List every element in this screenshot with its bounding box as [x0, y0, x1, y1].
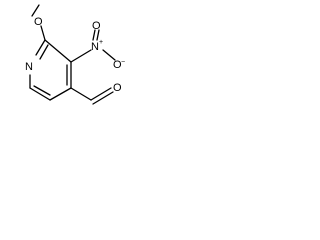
nitro-oxygen-single-label: O: [113, 59, 122, 71]
methyl-bond: [31, 4, 40, 17]
nitro-oxygen-double-label: O: [92, 20, 101, 32]
methoxy-o-bond: [40, 25, 46, 41]
ring-bond-c2-n1-inner: [39, 44, 49, 60]
ring-bond-c2-n1: [35, 39, 46, 56]
ring-bond-c6-c5: [29, 87, 51, 101]
methoxy-oxygen-label: O: [34, 16, 43, 28]
aldehyde-c-o-double-2: [92, 91, 114, 105]
nitro-n-o-double-1: [92, 29, 96, 41]
structure-diagram: O N N + O O − O: [25, 4, 125, 105]
aldehyde-c-o-double-1: [90, 87, 112, 101]
nitro-oxygen-charge: −: [121, 59, 125, 66]
aldehyde-bond: [70, 87, 92, 101]
nitro-n-o-double-2: [96, 29, 100, 41]
ring-bond-c6-c5-inner: [33, 85, 51, 96]
nitro-n-o-single: [102, 49, 116, 61]
ring-bond-c3-c2: [44, 39, 72, 63]
nitro-bond: [70, 49, 92, 63]
ring-nitrogen-label: N: [25, 61, 33, 73]
nitro-nitrogen-label: N: [91, 41, 99, 53]
nitro-nitrogen-charge: +: [99, 39, 103, 46]
aldehyde-oxygen-label: O: [113, 82, 122, 94]
ring-bond-c5-c4: [49, 87, 72, 101]
